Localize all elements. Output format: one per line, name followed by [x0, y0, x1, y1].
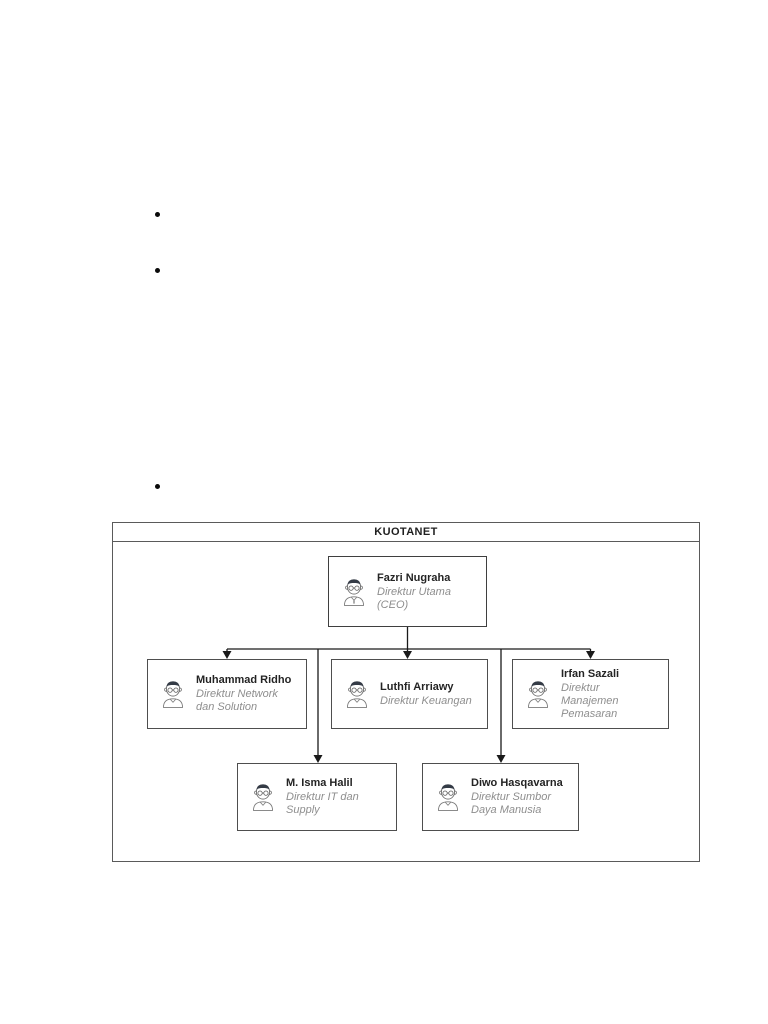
person-role: Direktur Sumbor Daya Manusia	[471, 791, 552, 816]
person-avatar-icon	[347, 681, 367, 708]
person-role: Direktur Network dan Solution	[196, 688, 278, 713]
bullet-point	[155, 212, 160, 217]
person-role: Direktur Keuangan	[380, 694, 472, 707]
org-node-finance: Luthfi Arriawy Direktur Keuangan	[331, 659, 488, 729]
person-name: Irfan Sazali	[561, 667, 620, 680]
person-avatar-icon	[163, 681, 183, 708]
org-chart-title: KUOTANET	[113, 523, 699, 542]
person-avatar-icon	[528, 681, 548, 708]
org-node-it-supply: M. Isma Halil Direktur IT dan Supply	[237, 763, 397, 831]
person-avatar-icon	[253, 784, 273, 811]
person-role: Direktur Utama (CEO)	[377, 585, 451, 611]
person-role: Direktur Manajemen Pemasaran	[561, 681, 619, 720]
person-name: Muhammad Ridho	[196, 674, 292, 686]
org-node-marketing: Irfan Sazali Direktur Manajemen Pemasara…	[512, 659, 669, 729]
org-chart: KUOTANET	[112, 522, 700, 862]
person-role: Direktur IT dan Supply	[286, 791, 359, 816]
org-node-ceo: Fazri Nugraha Direktur Utama (CEO)	[328, 556, 487, 627]
person-name: M. Isma Halil	[286, 777, 353, 789]
org-node-network: Muhammad Ridho Direktur Network dan Solu…	[147, 659, 307, 729]
org-node-hr: Diwo Hasqavarna Direktur Sumbor Daya Man…	[422, 763, 579, 831]
person-name: Fazri Nugraha	[377, 571, 451, 584]
person-name: Luthfi Arriawy	[380, 680, 454, 693]
person-name: Diwo Hasqavarna	[471, 777, 563, 789]
bullet-point	[155, 268, 160, 273]
person-avatar-icon	[344, 578, 364, 606]
person-avatar-icon	[438, 784, 458, 811]
bullet-point	[155, 484, 160, 489]
